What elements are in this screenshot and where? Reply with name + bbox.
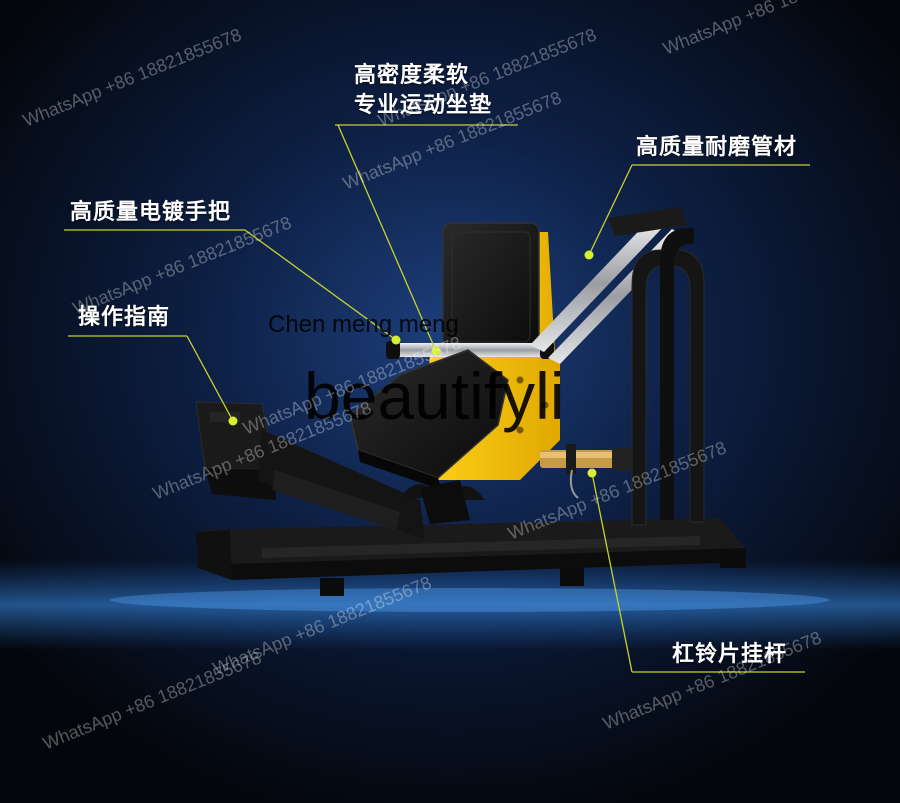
brand-name-small: Chen meng meng (268, 311, 459, 338)
base-frame (196, 518, 746, 596)
handle-callout-leader (244, 229, 397, 341)
footplate-assembly (195, 401, 425, 540)
seat-callout-line2: 专业运动坐垫 (354, 93, 493, 118)
brand-name-large: beautifyli (304, 359, 565, 433)
handle-callout-dot (391, 335, 401, 345)
callout-lines (64, 124, 810, 673)
floor-highlight (110, 588, 830, 612)
tubing-callout-leader (588, 164, 633, 256)
tubing-callout-label: 高质量耐磨管材 (636, 135, 798, 160)
guide-callout-leader (186, 335, 234, 422)
seat-pad (349, 349, 509, 490)
plate-bar-callout-dot (587, 468, 597, 478)
guide-callout-label: 操作指南 (78, 305, 171, 330)
seat-callout-leader (337, 124, 437, 352)
plate-bar-callout-label: 杠铃片挂杆 (672, 642, 788, 667)
upright-frame (608, 207, 705, 526)
seat-callout-line1: 高密度柔软 (354, 63, 470, 88)
floor-glow (0, 560, 900, 650)
tubing-callout-dot (584, 250, 594, 260)
plate-bar-callout-leader (591, 472, 633, 673)
handle-callout-label: 高质量电镀手把 (70, 200, 232, 225)
callout-dots (228, 250, 597, 478)
carriage-wheels (400, 480, 485, 524)
plate-loading-bar (540, 444, 632, 499)
guide-callout-dot (228, 416, 238, 426)
seat-callout-dot (431, 346, 441, 356)
